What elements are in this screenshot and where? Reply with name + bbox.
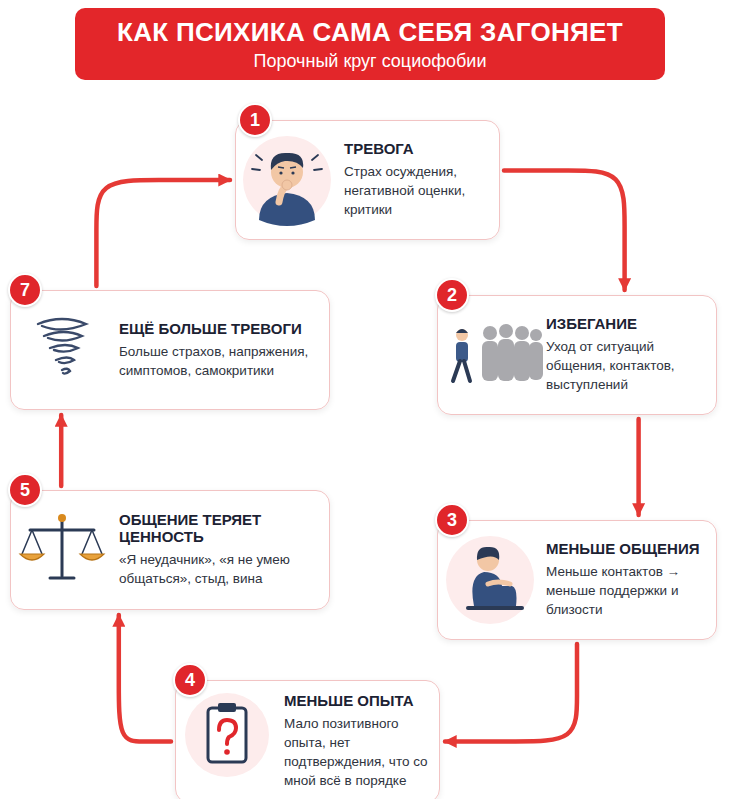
icon-ground (446, 536, 534, 624)
question-dot (224, 749, 230, 755)
step-text: ЕЩЁ БОЛЬШЕ ТРЕВОГИ Больше страхов, напряж… (119, 320, 319, 381)
step-heading: МЕНЬШЕ ОПЫТА (284, 692, 429, 709)
step-heading: ОБЩЕНИЕ ТЕРЯЕТ ЦЕННОСТЬ (119, 511, 319, 545)
step-box: ИЗБЕГАНИЕ Уход от ситуаций общения, конта… (437, 295, 717, 415)
scales-icon (20, 514, 104, 578)
strings (22, 530, 102, 554)
crowd (482, 324, 543, 381)
step-text: МЕНЬШЕ ОПЫТА Мало позитивного опыта, нет … (284, 692, 429, 791)
step-text: ИЗБЕГАНИЕ Уход от ситуаций общения, конта… (546, 315, 706, 395)
pans (20, 554, 104, 560)
callout-number: 1 (238, 103, 272, 137)
title: КАК ПСИХИКА САМА СЕБЯ ЗАГОНЯЕТ (117, 17, 623, 48)
step-description: «Я неудачник», «я не умею общаться», сты… (119, 551, 319, 589)
board (208, 708, 246, 762)
tornado-icon (38, 319, 86, 374)
step-heading: ЕЩЁ БОЛЬШЕ ТРЕВОГИ (119, 320, 319, 337)
step-heading: МЕНЬШЕ ОБЩЕНИЯ (546, 540, 706, 557)
walking-figure (453, 329, 470, 381)
step-description: Мало позитивного опыта, нет подтверждени… (284, 715, 429, 791)
step-text: ОБЩЕНИЕ ТЕРЯЕТ ЦЕННОСТЬ «Я неудачник», «я… (119, 511, 319, 589)
step-box: ОБЩЕНИЕ ТЕРЯЕТ ЦЕННОСТЬ «Я неудачник», «я… (10, 490, 330, 610)
step-heading: ИЗБЕГАНИЕ (546, 315, 706, 332)
step-box: ЕЩЁ БОЛЬШЕ ТРЕВОГИ Больше страхов, напряж… (10, 290, 330, 410)
question-mark (219, 720, 236, 744)
eye (279, 171, 282, 174)
step-description: Страх осуждения, негативной оценки, крит… (344, 163, 489, 220)
avoidance-icon (453, 324, 543, 381)
icon-ground (185, 693, 269, 777)
cycle-arrow (636, 419, 641, 515)
feet (468, 606, 522, 610)
step-box: МЕНЬШЕ ОПЫТА Мало позитивного опыта, нет … (175, 680, 440, 799)
callout-number: 5 (8, 473, 42, 507)
pivot (58, 514, 66, 522)
step-description: Уход от ситуаций общения, контактов, выс… (546, 338, 706, 395)
hair (477, 547, 499, 560)
cycle-arrow (96, 180, 230, 286)
brows (278, 167, 296, 168)
cycle-arrow (59, 415, 64, 486)
hand (282, 180, 292, 190)
subtitle: Порочный круг социофобии (254, 51, 487, 72)
callout-number: 4 (173, 663, 207, 697)
cycle-arrow (504, 170, 625, 290)
callout-number: 2 (435, 278, 469, 312)
step-text: ТРЕВОГА Страх осуждения, негативной оценк… (344, 140, 489, 220)
hair (271, 153, 303, 170)
step-description: Меньше контактов → меньше поддержки и бл… (546, 563, 706, 620)
anxious-man-icon (243, 136, 331, 226)
cycle-arrow (445, 644, 577, 742)
step-text: МЕНЬШЕ ОБЩЕНИЯ Меньше контактов → меньше … (546, 540, 706, 620)
arms (488, 582, 510, 584)
callout-number: 3 (435, 503, 469, 537)
callout-number: 7 (8, 273, 42, 307)
eye (291, 171, 294, 174)
step-box: ТРЕВОГА Страх осуждения, негативной оценк… (235, 120, 500, 240)
clipboard-icon (185, 693, 269, 777)
lonely-icon (446, 536, 534, 624)
tension-lines (252, 155, 322, 170)
clip (218, 703, 236, 712)
shirt (259, 193, 315, 226)
title-banner: КАК ПСИХИКА САМА СЕБЯ ЗАГОНЯЕТ Порочный к… (75, 8, 665, 80)
cycle-arrow (119, 615, 171, 742)
body (472, 572, 516, 606)
step-heading: ТРЕВОГА (344, 140, 489, 157)
step-box: МЕНЬШЕ ОБЩЕНИЯ Меньше контактов → меньше … (437, 520, 717, 640)
step-description: Больше страхов, напряжения, симптомов, с… (119, 343, 319, 381)
